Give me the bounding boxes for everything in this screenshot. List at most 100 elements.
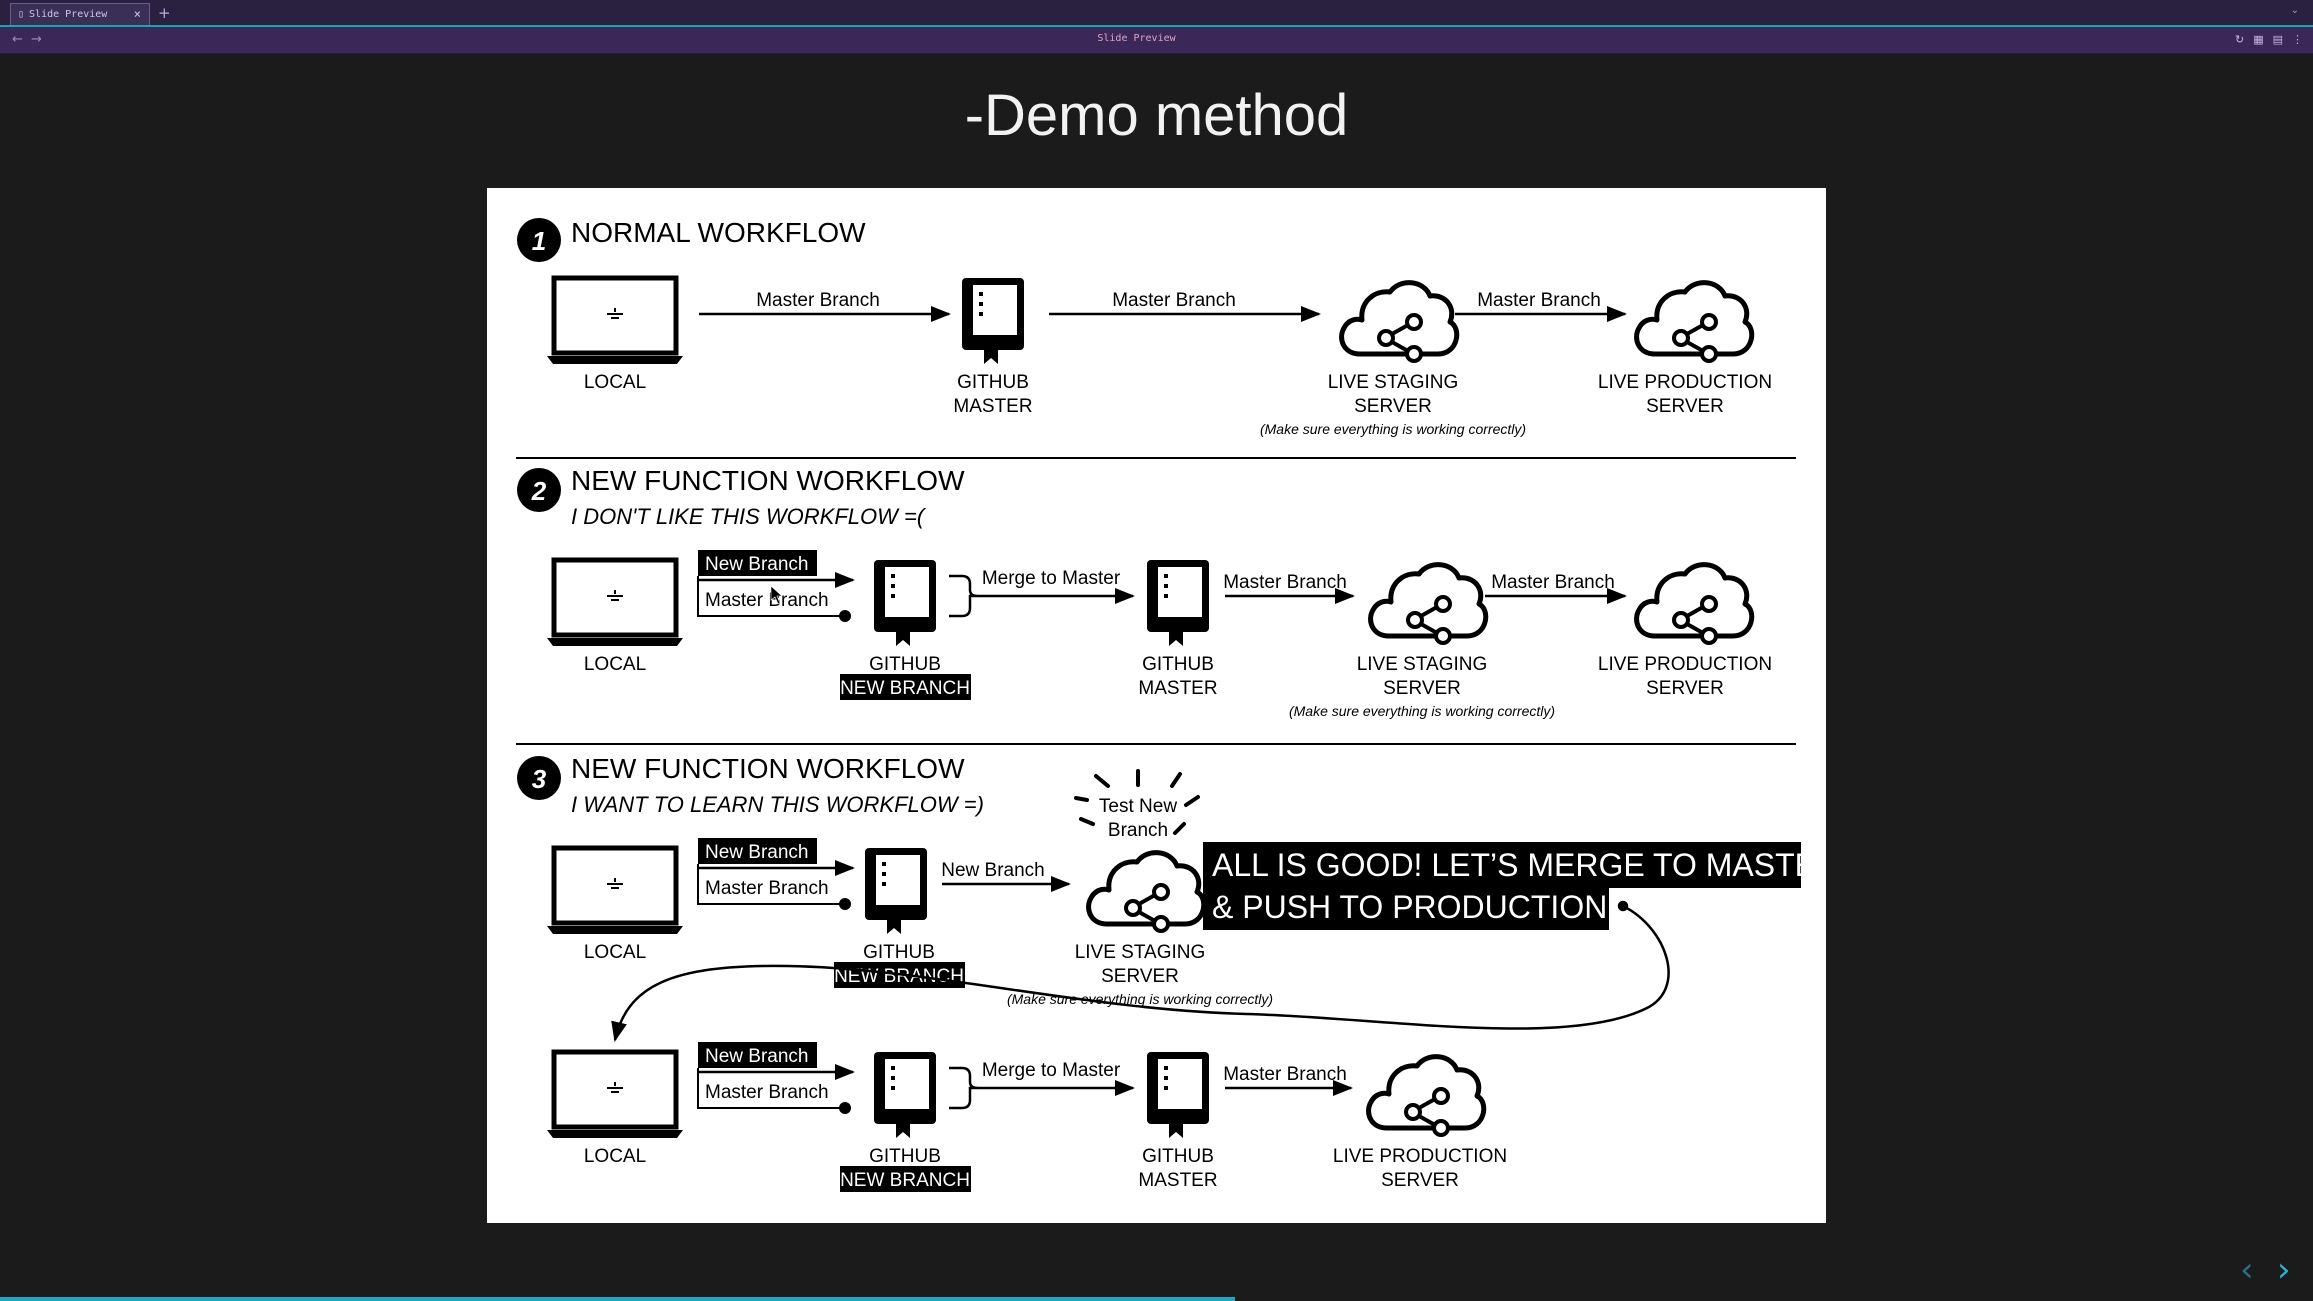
test-new-text: Test New [1099, 796, 1177, 817]
master-label: MASTER [1138, 678, 1217, 699]
grid-icon[interactable]: ▦ [2253, 33, 2264, 46]
live-production-label: LIVE PRODUCTION [1598, 372, 1772, 393]
merge-bracket [949, 1066, 979, 1110]
cloud-share-icon [1342, 283, 1457, 361]
section-3-title: NEW FUNCTION WORKFLOW [571, 753, 965, 784]
new-branch-caps-text: NEW BRANCH [840, 678, 970, 699]
github-book-icon [865, 848, 927, 934]
test-burst-icon [1074, 769, 1200, 835]
cloud-share-icon [1369, 1057, 1484, 1135]
cloud-share-icon [1637, 565, 1752, 643]
note-make-sure: (Make sure everything is working correct… [1289, 703, 1555, 719]
live-production-label: LIVE PRODUCTION [1598, 654, 1772, 675]
section-3-badge [517, 756, 561, 800]
master-label: MASTER [1138, 1170, 1217, 1191]
laptop-icon [547, 1052, 683, 1138]
arrow-label-master-branch: Master Branch [1477, 290, 1601, 311]
live-staging-label: LIVE STAGING [1357, 654, 1488, 675]
section-3-subtitle: I WANT TO LEARN THIS WORKFLOW =) [571, 792, 984, 817]
section-1-normal-workflow: 1 NORMAL WORKFLOW LOCAL Master Branch GI… [517, 217, 1772, 437]
all-good-line-1: ALL IS GOOD! LET’S MERGE TO MASTER [1212, 847, 1826, 883]
local-label: LOCAL [584, 372, 646, 393]
master-branch-text: Master Branch [705, 1082, 829, 1103]
new-branch-tag-text: New Branch [705, 842, 809, 863]
section-2-title: NEW FUNCTION WORKFLOW [571, 465, 965, 496]
split-connector [697, 864, 843, 905]
local-label: LOCAL [584, 942, 646, 963]
dead-end-dot [839, 610, 851, 622]
section-2-number: 2 [531, 476, 547, 506]
live-staging-label: LIVE STAGING [1075, 942, 1206, 963]
tab-title: Slide Preview [29, 9, 108, 20]
server-label: SERVER [1646, 396, 1724, 417]
github-label: GITHUB [869, 1146, 941, 1167]
local-label: LOCAL [584, 654, 646, 675]
page-icon: ▯ [18, 9, 25, 20]
browser-tab-bar: ▯ Slide Preview × + ⌄ [0, 0, 2313, 27]
merge-bracket [949, 574, 979, 618]
master-label: MASTER [953, 396, 1032, 417]
forward-button[interactable]: → [31, 32, 42, 47]
cloud-share-icon [1089, 853, 1204, 931]
section-2-subtitle: I DON'T LIKE THIS WORKFLOW =( [571, 504, 927, 529]
more-menu-icon[interactable]: ⋮ [2292, 33, 2303, 46]
arrow-label-master-branch: Master Branch [1223, 572, 1347, 593]
section-1-title: NORMAL WORKFLOW [571, 217, 866, 248]
dead-end-dot [839, 1102, 851, 1114]
split-connector [697, 1068, 843, 1109]
github-book-icon [874, 560, 936, 646]
server-label: SERVER [1354, 396, 1432, 417]
new-tab-button[interactable]: + [158, 4, 171, 22]
note-make-sure: (Make sure everything is working correct… [1260, 421, 1526, 437]
branch-text: Branch [1108, 820, 1168, 841]
server-label: SERVER [1646, 678, 1724, 699]
split-connector [697, 576, 843, 617]
github-book-icon [1147, 560, 1209, 646]
arrow-label-master-branch: Master Branch [1112, 290, 1236, 311]
laptop-icon [547, 278, 683, 364]
slide-title: -Demo method [964, 83, 1349, 148]
arrow-label-master-branch: Master Branch [1223, 1064, 1347, 1085]
github-label: GITHUB [863, 942, 935, 963]
github-book-icon [1147, 1052, 1209, 1138]
arrow-label-new-branch: New Branch [941, 860, 1045, 881]
dead-end-dot [839, 898, 851, 910]
address-bar: ← → Slide Preview ↻ ▦ ▤ ⋮ [0, 27, 2313, 54]
close-tab-icon[interactable]: × [133, 7, 141, 21]
github-label: GITHUB [1142, 654, 1214, 675]
toolbar-icons: ↻ ▦ ▤ ⋮ [2235, 33, 2303, 46]
next-slide-chevron-icon[interactable]: › [2277, 1250, 2291, 1290]
new-branch-tag-text: New Branch [705, 554, 809, 575]
new-branch-tag [698, 838, 817, 864]
master-branch-text: Master Branch [705, 878, 829, 899]
tab-list-chevron-icon[interactable]: ⌄ [2290, 5, 2299, 16]
github-label: GITHUB [957, 372, 1029, 393]
new-branch-tag [698, 550, 817, 576]
cloud-share-icon [1637, 283, 1752, 361]
new-branch-caps-tag [840, 674, 971, 700]
live-production-label: LIVE PRODUCTION [1333, 1146, 1507, 1167]
merge-to-master-text: Merge to Master [982, 568, 1121, 589]
new-branch-tag [698, 1042, 817, 1068]
back-button[interactable]: ← [12, 32, 23, 47]
new-branch-caps-text: NEW BRANCH [840, 1170, 970, 1191]
previous-slide-chevron-icon[interactable]: ‹ [2240, 1250, 2254, 1290]
local-label: LOCAL [584, 1146, 646, 1167]
live-staging-label: LIVE STAGING [1328, 372, 1459, 393]
reload-icon[interactable]: ↻ [2234, 33, 2245, 46]
merge-to-master-text: Merge to Master [982, 1060, 1121, 1081]
comment-icon[interactable]: ▤ [2272, 33, 2283, 46]
github-book-icon [874, 1052, 936, 1138]
github-label: GITHUB [869, 654, 941, 675]
page-title-readout: Slide Preview [1097, 33, 1176, 44]
workflow-diagram: 1 NORMAL WORKFLOW LOCAL Master Branch GI… [487, 188, 1826, 1223]
github-label: GITHUB [1142, 1146, 1214, 1167]
laptop-icon [547, 560, 683, 646]
github-book-icon [962, 278, 1024, 364]
tab-slide-preview[interactable]: ▯ Slide Preview × [10, 3, 150, 25]
new-branch-caps-tag [840, 1166, 971, 1192]
laptop-icon [547, 848, 683, 934]
server-label: SERVER [1381, 1170, 1459, 1191]
section-1-number: 1 [532, 226, 546, 256]
cloud-share-icon [1371, 565, 1486, 643]
